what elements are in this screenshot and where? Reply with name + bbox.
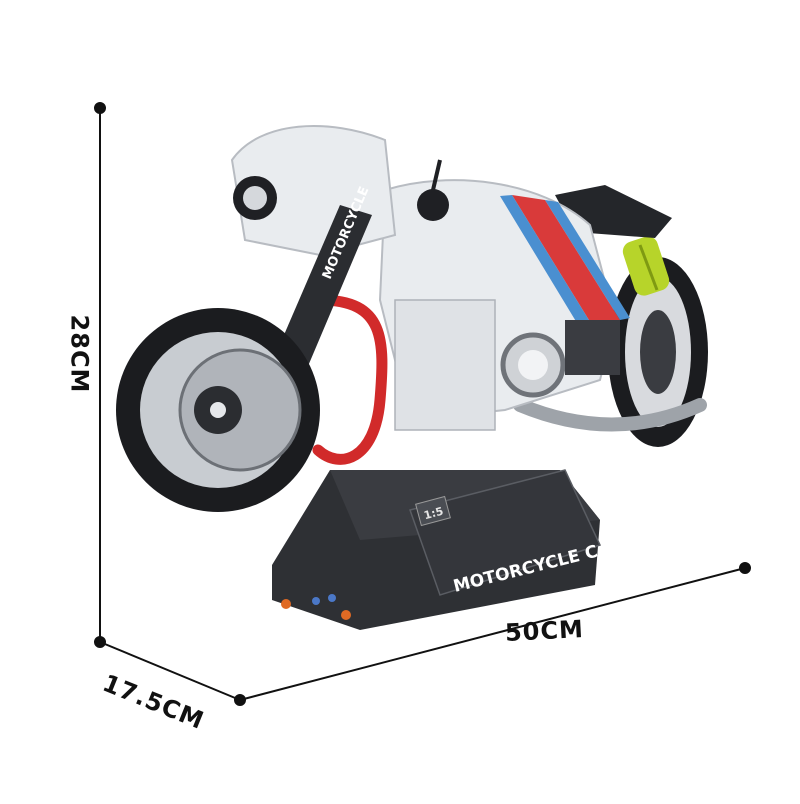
tank-stripe-red <box>512 195 620 325</box>
motorcycle-body <box>378 179 630 431</box>
rear-shock <box>622 236 670 296</box>
tank-stripe-blue <box>500 195 592 328</box>
orange-peg <box>281 599 291 609</box>
scale-text: 1:5 <box>422 505 444 523</box>
blue-peg <box>312 597 320 605</box>
width-dimension-label: 50CM <box>504 614 585 648</box>
radiator-hose <box>312 294 388 465</box>
height-top-dot <box>94 102 106 114</box>
depth-line <box>99 641 241 701</box>
engine-block <box>565 320 620 375</box>
display-base: 1:5 MOTORCYCLE C-01 <box>272 469 630 630</box>
base-plaque <box>409 469 602 596</box>
scale-badge <box>415 495 451 527</box>
rear-wheel <box>608 257 708 447</box>
depth-end-dot <box>234 694 246 706</box>
tank-stripe-blue <box>545 200 630 320</box>
front-wheel <box>116 308 320 512</box>
orange-peg <box>341 610 351 620</box>
engine-cover <box>394 299 496 431</box>
blue-peg <box>328 594 336 602</box>
mirror <box>417 189 449 221</box>
height-dimension-label: 28CM <box>65 314 94 394</box>
width-line <box>239 567 746 701</box>
width-end-dot <box>739 562 751 574</box>
exhaust-pipe <box>513 398 707 432</box>
corner-dot <box>94 636 106 648</box>
dimension-lines <box>94 102 751 706</box>
